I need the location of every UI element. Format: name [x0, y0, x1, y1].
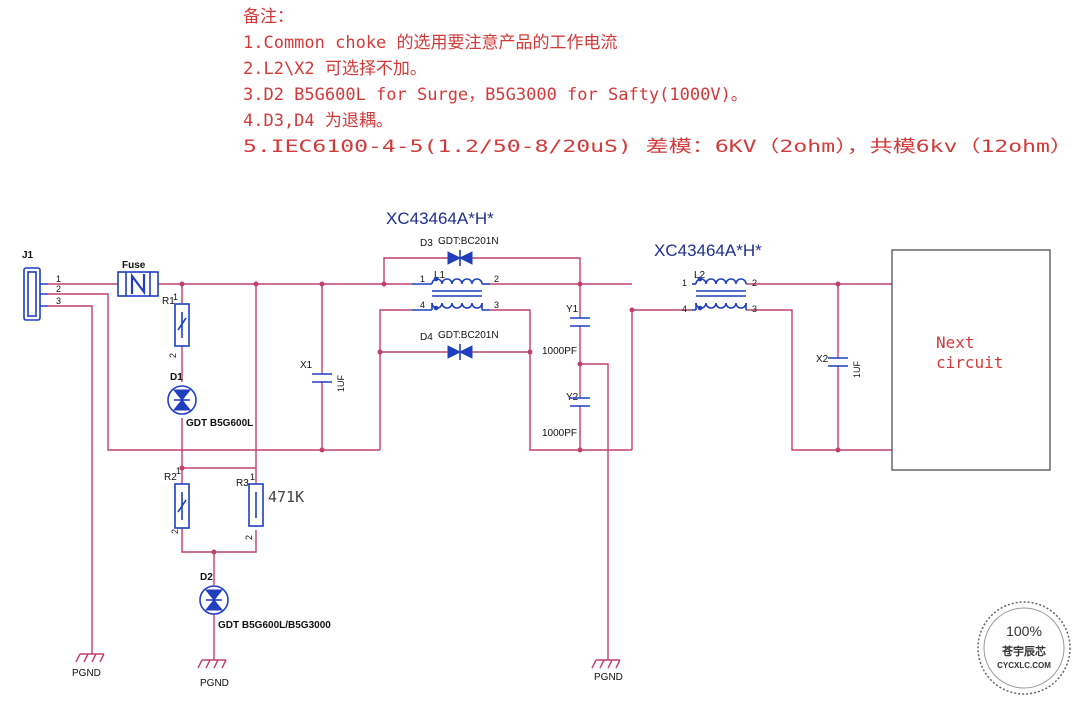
junction-dot [179, 465, 185, 471]
d1-value: GDT B5G600L [186, 418, 253, 429]
r1-pin-2: 2 [168, 353, 178, 358]
r3-pin-1: 1 [250, 472, 255, 482]
y1-label: Y1 [566, 304, 579, 315]
seal-middle: 苍宇辰芯 [1001, 644, 1046, 658]
ground-d2: PGND [197, 659, 229, 689]
x2-value: 1UF [852, 360, 862, 378]
note-4: 4.D3,D4 为退耦。 [243, 111, 393, 131]
ground-left: PGND [72, 653, 105, 679]
r3-pin-2: 2 [244, 535, 254, 540]
choke-l2: L2 1 4 2 3 [682, 270, 757, 314]
capacitor-y2: Y2 1000PF [542, 392, 590, 439]
choke2-part-number: XC43464A*H* [654, 241, 762, 260]
resistor-r1: R1 1 2 [162, 292, 190, 358]
y2-value: 1000PF [542, 428, 577, 439]
r3-label: R3 [236, 478, 249, 489]
l2-pin-2: 2 [752, 278, 757, 288]
d2-label: D2 [200, 572, 213, 583]
d1-label: D1 [170, 372, 183, 383]
gdt-d2: D2 GDT B5G600L/B5G3000 [199, 572, 331, 631]
d4-value: GDT:BC201N [438, 330, 499, 341]
ground-d2-label: PGND [200, 678, 229, 689]
ground-y: PGND [591, 659, 623, 683]
next-circuit-block: Next circuit [891, 249, 1051, 471]
gdt-d4: D4 GDT:BC201N [420, 330, 499, 360]
gdt-d1: D1 GDT B5G600L [167, 372, 253, 429]
l1-pin-3: 3 [494, 300, 499, 310]
choke-l1: L1 1 4 2 3 [412, 270, 499, 311]
junction-dot [577, 447, 583, 453]
junction-dot [577, 361, 583, 367]
seal-top: 100% [1006, 623, 1042, 639]
r2-pin-2: 2 [170, 529, 180, 534]
x2-label: X2 [816, 354, 829, 365]
note-1: 1.Common choke 的选用要注意产品的工作电流 [243, 33, 618, 53]
junction-dot [629, 307, 635, 313]
junction-dot [381, 281, 387, 287]
junction-dot [377, 349, 383, 355]
x1-value: 1UF [336, 374, 346, 392]
l2-label: L2 [694, 270, 706, 281]
j1-pin-3: 3 [56, 296, 61, 306]
junction-dot [577, 281, 583, 287]
j1-pin-1: 1 [56, 274, 61, 284]
junction-dot [319, 281, 325, 287]
capacitor-y1: Y1 1000PF [542, 304, 590, 357]
r3-value: 471K [268, 488, 304, 506]
d3-label: D3 [420, 238, 433, 249]
l2-pin-1: 1 [682, 278, 687, 288]
j1-pin-2: 2 [56, 284, 61, 294]
fuse: Fuse [117, 260, 159, 297]
gdt-d3: D3 GDT:BC201N [420, 236, 499, 266]
connector-j1: J1 1 2 3 [22, 250, 61, 321]
junction-dot [253, 281, 259, 287]
l1-pin-4: 4 [420, 300, 425, 310]
junction-dot [835, 281, 841, 287]
ground-y-label: PGND [594, 672, 623, 683]
seal-bottom: CYCXLC.COM [997, 661, 1051, 670]
resistor-r2: R2 1 2 [164, 466, 190, 534]
junction-dot [835, 447, 841, 453]
l1-pin-2: 2 [494, 274, 499, 284]
resistor-r3: R3 1 471K 2 [236, 472, 304, 540]
next-circuit-line-1: Next [936, 333, 975, 352]
d4-label: D4 [420, 332, 433, 343]
next-circuit-line-2: circuit [936, 353, 1003, 372]
d2-value: GDT B5G600L/B5G3000 [218, 620, 331, 631]
capacitor-x1: X1 1UF [300, 360, 346, 392]
l2-pin-3: 3 [752, 304, 757, 314]
l1-label: L1 [434, 270, 446, 281]
d3-value: GDT:BC201N [438, 236, 499, 247]
r1-label: R1 [162, 296, 175, 307]
capacitor-x2: X2 1UF [816, 354, 862, 378]
note-3: 3.D2 B5G600L for Surge，B5G3000 for Safty… [243, 85, 748, 105]
l1-pin-1: 1 [420, 274, 425, 284]
junctions [179, 281, 841, 555]
junction-dot [179, 281, 185, 287]
junction-dot [319, 447, 325, 453]
watermark-seal: 100% 苍宇辰芯 CYCXLC.COM [977, 601, 1071, 695]
l2-pin-4: 4 [682, 304, 687, 314]
note-5: 5.IEC6100-4-5(1.2/50-8/20uS) 差模：6KV（2ohm… [243, 137, 1073, 157]
junction-dot [527, 349, 533, 355]
note-2: 2.L2\X2 可选择不加。 [243, 59, 427, 79]
r1-pin-1: 1 [173, 292, 178, 302]
fuse-label: Fuse [122, 260, 146, 271]
choke1-part-number: XC43464A*H* [386, 209, 494, 228]
r2-pin-1: 1 [176, 466, 181, 476]
notes-heading: 备注： [243, 7, 294, 27]
r2-label: R2 [164, 472, 177, 483]
ground-left-label: PGND [72, 668, 101, 679]
x1-label: X1 [300, 360, 313, 371]
notes-block: 备注： 1.Common choke 的选用要注意产品的工作电流 2.L2\X2… [243, 7, 1073, 157]
y1-value: 1000PF [542, 346, 577, 357]
j1-label: J1 [22, 250, 34, 261]
junction-dot [211, 549, 217, 555]
